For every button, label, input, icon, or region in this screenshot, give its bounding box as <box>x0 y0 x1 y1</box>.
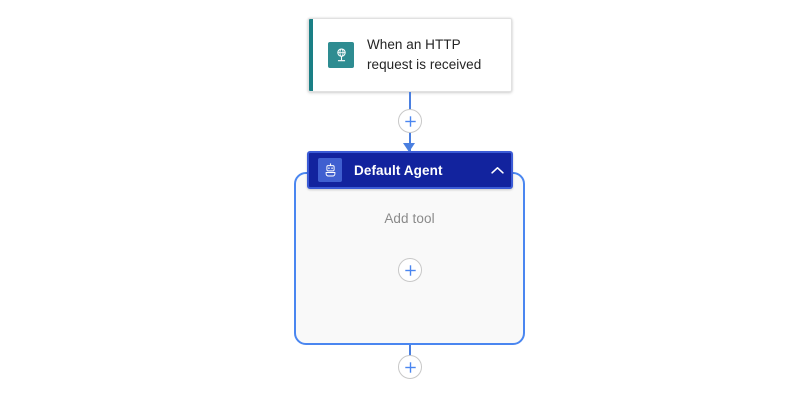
http-request-icon <box>328 42 354 68</box>
trigger-label-line-1: When an HTTP <box>367 37 461 52</box>
agent-title: Default Agent <box>354 162 443 178</box>
chevron-up-icon[interactable] <box>483 153 511 187</box>
add-tool-button[interactable] <box>398 258 422 282</box>
insert-step-button-after-agent[interactable] <box>398 355 422 379</box>
trigger-card-http-request[interactable]: When an HTTP request is received <box>308 18 512 92</box>
insert-step-button-trigger-agent[interactable] <box>398 109 422 133</box>
trigger-card-label: When an HTTP request is received <box>367 35 481 75</box>
agent-header-default-agent[interactable]: Default Agent <box>307 151 513 189</box>
connector-arrowhead-icon <box>403 143 415 152</box>
connector-agent-to-next <box>409 345 411 357</box>
robot-icon <box>318 158 342 182</box>
agent-empty-state-label: Add tool <box>384 211 435 226</box>
trigger-label-line-2: request is received <box>367 57 482 72</box>
trigger-accent-bar <box>309 19 313 91</box>
